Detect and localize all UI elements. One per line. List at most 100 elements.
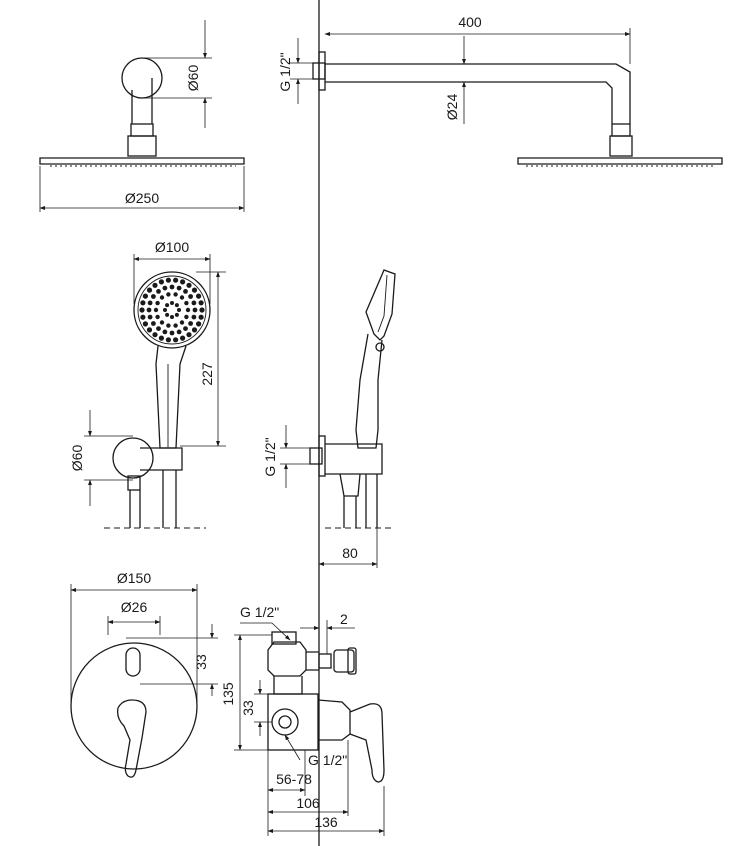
nozzle-dot xyxy=(177,308,181,312)
nozzle-dot xyxy=(152,332,158,338)
mixer-front-view: Ø150 Ø26 33 xyxy=(70,570,218,778)
nozzle-dot xyxy=(158,279,164,285)
nozzle-dot xyxy=(146,287,153,293)
mixer-lever-side xyxy=(349,703,385,783)
overhead-shower-front-view: Ø60 Ø250 xyxy=(39,20,245,212)
nozzle-dot xyxy=(165,277,171,283)
nozzle-dot xyxy=(180,279,186,285)
overhead-shower-side-view: 400 G 1/2" Ø24 xyxy=(277,14,723,167)
nozzle-dot xyxy=(162,285,168,291)
nozzle-dot xyxy=(174,312,179,317)
dim-depth-total: 136 xyxy=(314,814,338,830)
nozzle-dot xyxy=(186,282,192,288)
nozzle-dot xyxy=(179,295,185,300)
mixer-side-view: 135 33 G 1/2" G 1/2" 2 56-78 106 136 xyxy=(220,604,385,836)
hand-shower-side-view: G 1/2" 80 xyxy=(262,269,396,568)
dim-plate-diameter: Ø150 xyxy=(117,570,151,586)
nozzle-dot xyxy=(176,329,182,335)
dim-holder-depth: 80 xyxy=(342,545,358,561)
nozzle-dot xyxy=(155,300,160,306)
dim-knob-diameter: Ø26 xyxy=(121,599,148,615)
holder-flange xyxy=(112,437,154,479)
nozzle-dot xyxy=(188,321,194,326)
hand-shower-head xyxy=(133,271,211,349)
nozzle-dot xyxy=(156,289,161,294)
shower-arm xyxy=(325,63,631,124)
nozzle-dot xyxy=(173,337,179,343)
nozzle-dot xyxy=(188,294,194,299)
nozzle-dot xyxy=(173,292,178,297)
nozzle-dot xyxy=(151,321,156,326)
nozzle-dot xyxy=(179,320,185,325)
nozzle-dot xyxy=(146,327,153,333)
nozzle-dot xyxy=(173,277,179,283)
dim-outlet-offset: 33 xyxy=(240,700,256,716)
dim-wall-gap: 2 xyxy=(340,611,348,627)
nozzle-dot xyxy=(170,301,174,305)
hand-shower-front-view: Ø100 227 Ø60 xyxy=(69,239,226,529)
nozzle-dot xyxy=(191,314,197,320)
nozzle-dot xyxy=(142,293,148,299)
dim-install-depth: 56-78 xyxy=(276,771,312,787)
nozzle-dot xyxy=(166,323,171,328)
nozzle-dot xyxy=(140,314,146,320)
dim-depth-mid: 106 xyxy=(296,795,320,811)
nozzle-dot xyxy=(196,293,202,299)
nozzle-dot xyxy=(142,321,148,327)
nozzle-dot xyxy=(146,307,152,313)
dim-arm-mount-diameter: Ø60 xyxy=(185,65,201,92)
nozzle-dot xyxy=(183,289,188,294)
nozzle-dot xyxy=(198,314,204,320)
nozzle-dot xyxy=(139,307,145,313)
nozzle-dot xyxy=(147,300,153,306)
nozzle-dot xyxy=(173,323,178,328)
mixer-lever xyxy=(116,699,147,778)
nozzle-dot xyxy=(170,315,174,319)
dim-holder-diameter: Ø60 xyxy=(69,445,85,472)
diverter-knob xyxy=(125,647,141,677)
nozzle-dot xyxy=(156,326,161,331)
nozzle-dot xyxy=(185,307,191,313)
nozzle-dot xyxy=(166,292,171,297)
nozzle-dot xyxy=(140,300,146,306)
dim-holder-thread: G 1/2" xyxy=(262,437,278,476)
dim-mixer-thread-bottom: G 1/2" xyxy=(308,752,347,768)
nozzle-dot xyxy=(192,307,198,313)
nozzle-dot xyxy=(169,284,175,290)
dim-knob-offset: 33 xyxy=(193,654,209,670)
nozzle-dot xyxy=(153,307,159,313)
nozzle-dot xyxy=(165,337,171,343)
dim-head-diameter: Ø250 xyxy=(125,190,159,206)
nozzle-dot xyxy=(147,314,153,320)
nozzle-dot xyxy=(159,320,165,325)
nozzle-dot xyxy=(180,335,186,341)
nozzle-dot xyxy=(176,285,182,291)
nozzle-dot xyxy=(169,330,175,336)
dim-mixer-thread-top: G 1/2" xyxy=(240,604,279,620)
nozzle-dot xyxy=(191,287,198,293)
spray-nozzles xyxy=(139,277,205,343)
dim-arm-thread: G 1/2" xyxy=(277,52,293,91)
nozzle-dot xyxy=(186,332,192,338)
nozzle-dot xyxy=(152,282,158,288)
nozzle-dot xyxy=(191,300,197,306)
dim-arm-diameter: Ø24 xyxy=(444,94,460,121)
nozzle-dot xyxy=(191,327,198,333)
nozzle-dot xyxy=(183,326,188,331)
nozzle-dot xyxy=(165,303,170,308)
nozzle-dot xyxy=(199,307,205,313)
nozzle-dot xyxy=(163,308,167,312)
nozzle-dot xyxy=(198,300,204,306)
nozzle-dot xyxy=(174,303,179,308)
dim-hand-length: 227 xyxy=(199,362,215,386)
nozzle-dot xyxy=(162,329,168,335)
dim-body-height: 135 xyxy=(220,682,236,706)
nozzle-dot xyxy=(165,312,170,317)
wall-flange xyxy=(121,57,163,99)
nozzle-dot xyxy=(159,295,165,300)
hand-shower-handle xyxy=(155,345,187,449)
mixer-cover-plate xyxy=(70,642,198,770)
dim-hand-head-diameter: Ø100 xyxy=(155,239,189,255)
nozzle-dot xyxy=(151,294,156,299)
nozzle-dot xyxy=(196,321,202,327)
